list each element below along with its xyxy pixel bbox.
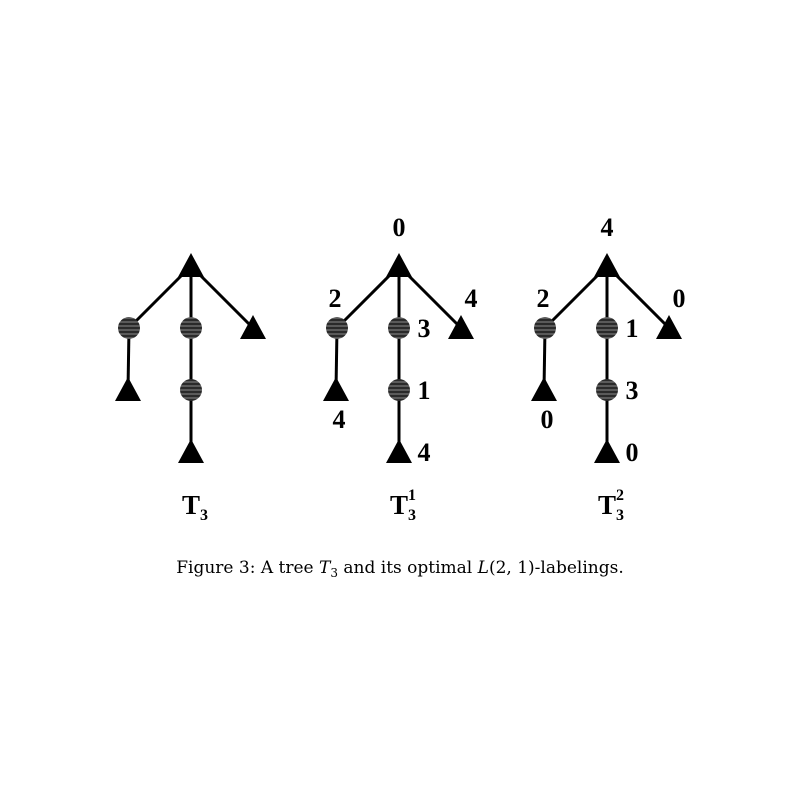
hatched-circle-node-icon <box>388 317 410 339</box>
node-label-left: 2 <box>537 284 550 313</box>
tree-title-superscript: 2 <box>616 487 624 504</box>
tree-title: T <box>182 490 200 520</box>
tree-title: T <box>390 490 408 520</box>
tree-title-superscript: 1 <box>408 487 416 504</box>
hatched-circle-node-icon <box>326 317 348 339</box>
tree-title-subscript: 3 <box>616 507 624 524</box>
figure-caption: Figure 3: A tree T3 and its optimal L(2,… <box>176 558 624 580</box>
node-label-root: 4 <box>601 213 614 242</box>
triangle-node-icon <box>656 315 682 339</box>
triangle-node-icon <box>594 439 620 463</box>
hatched-circle-node-icon <box>534 317 556 339</box>
hatched-circle-node-icon <box>388 379 410 401</box>
node-label-root: 0 <box>393 213 406 242</box>
tree-title-subscript: 3 <box>200 507 208 524</box>
triangle-node-icon <box>240 315 266 339</box>
hatched-circle-node-icon <box>596 379 618 401</box>
tree-title-subscript: 3 <box>408 507 416 524</box>
triangle-node-icon <box>323 377 349 401</box>
node-label-mid-leaf: 0 <box>626 438 639 467</box>
triangle-node-icon <box>448 315 474 339</box>
hatched-circle-node-icon <box>180 317 202 339</box>
tree-title: T <box>598 490 616 520</box>
node-label-mid-lower: 1 <box>418 376 431 405</box>
node-label-mid-leaf: 4 <box>418 438 431 467</box>
node-label-mid-lower: 3 <box>626 376 639 405</box>
triangle-node-icon <box>386 253 412 277</box>
hatched-circle-node-icon <box>180 379 202 401</box>
hatched-circle-node-icon <box>596 317 618 339</box>
triangle-node-icon <box>386 439 412 463</box>
node-label-mid: 3 <box>418 314 431 343</box>
triangle-node-icon <box>594 253 620 277</box>
node-label-right-leaf: 0 <box>673 284 686 313</box>
triangle-node-icon <box>178 253 204 277</box>
node-label-left-leaf: 0 <box>541 405 554 434</box>
triangle-node-icon <box>178 439 204 463</box>
node-label-left-leaf: 4 <box>333 405 346 434</box>
triangle-node-icon <box>115 377 141 401</box>
hatched-circle-node-icon <box>118 317 140 339</box>
triangle-node-icon <box>531 377 557 401</box>
node-label-right-leaf: 4 <box>465 284 478 313</box>
node-label-mid: 1 <box>626 314 639 343</box>
node-label-left: 2 <box>329 284 342 313</box>
